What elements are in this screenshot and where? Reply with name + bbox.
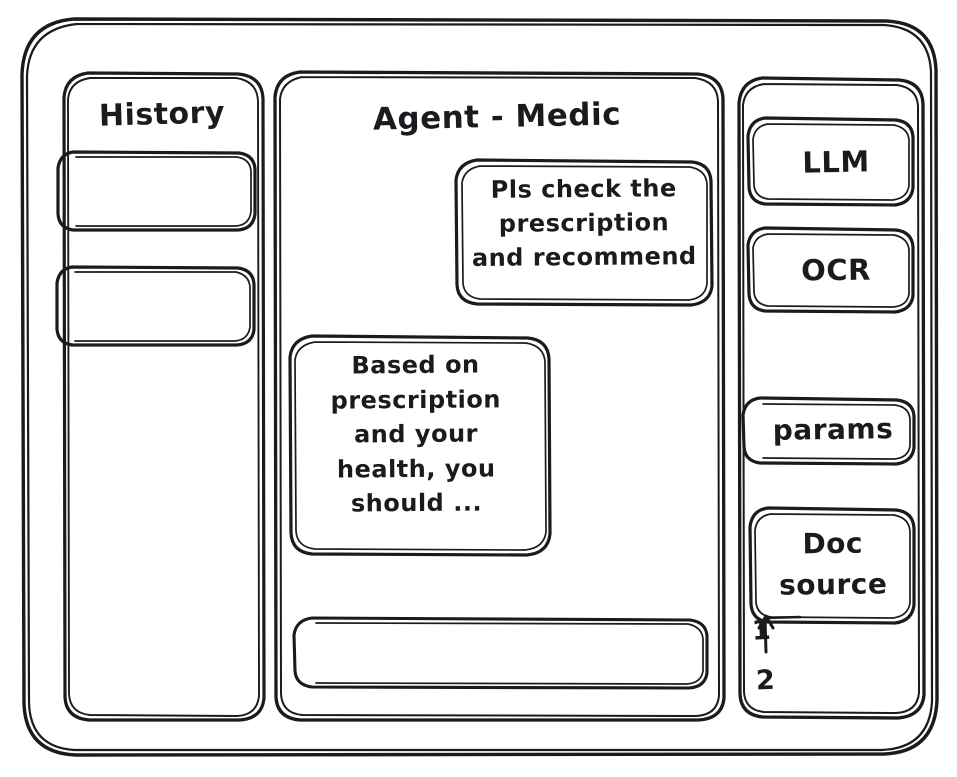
params-button[interactable]: [743, 398, 915, 465]
llm-button[interactable]: [748, 118, 914, 206]
assistant-message-bubble: [290, 336, 550, 556]
message-input[interactable]: [294, 618, 708, 689]
user-message-bubble: [456, 160, 712, 306]
history-item-1[interactable]: [58, 152, 255, 231]
ocr-button[interactable]: [748, 228, 914, 313]
history-item-2[interactable]: [57, 267, 254, 346]
doc-source-button[interactable]: [750, 508, 915, 624]
